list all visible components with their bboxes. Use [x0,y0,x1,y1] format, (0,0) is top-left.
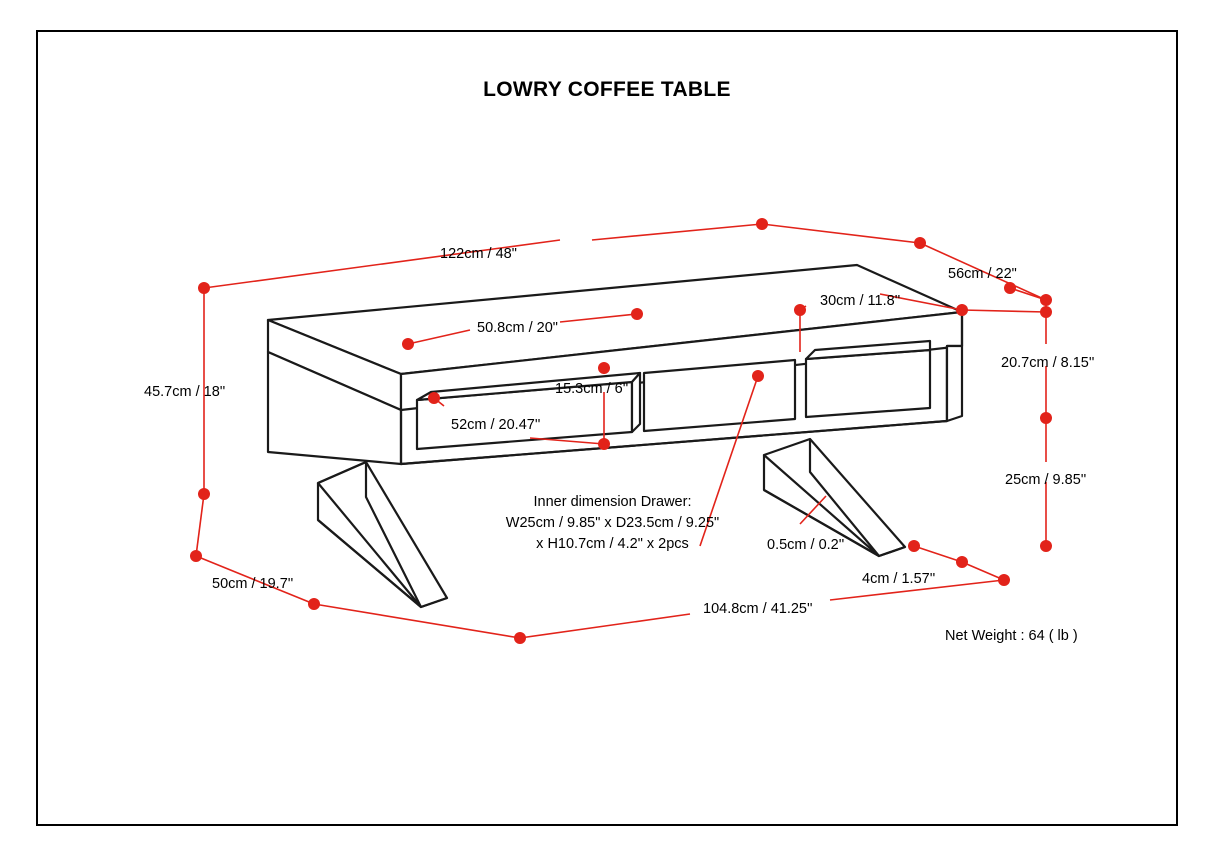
inner-drawer-note-line-2: W25cm / 9.85" x D23.5cm / 9.25" [505,515,720,532]
furniture-outline [266,263,964,609]
dimension-lines [195,223,1047,639]
dimension-label-top-width: 122cm / 48" [440,246,517,262]
dimension-label-total-height: 45.7cm / 18'' [144,384,226,400]
inner-drawer-note-line-3: x H10.7cm / 4.2" x 2pcs [536,536,689,553]
dimension-label-base-width: 104.8cm / 41.25'' [703,601,813,617]
inner-drawer-note: Inner dimension Drawer: W25cm / 9.85" x … [495,492,730,555]
dimension-label-inner-width: 52cm / 20.47'' [451,417,541,433]
dimension-label-top-depth: 56cm / 22" [948,266,1017,282]
dimension-endpoints [190,218,1052,644]
net-weight-label: Net Weight : 64 ( lb ) [945,628,1078,644]
dimension-label-leg-height: 25cm / 9.85'' [1005,472,1087,488]
dimension-label-drawer-front: 30cm / 11.8'' [820,293,901,309]
sheet-border [36,30,1178,826]
dimension-label-shelf-opening: 50.8cm / 20" [477,320,558,336]
page-title: LOWRY COFFEE TABLE [483,78,731,101]
dimension-label-base-depth: 50cm / 19.7'' [212,576,294,592]
dimension-label-panel-thickness: 0.5cm / 0.2'' [767,537,845,553]
inner-drawer-note-line-1: Inner dimension Drawer: [533,494,692,510]
dimension-label-opening-height: 15.3cm / 6'' [555,381,629,397]
dimension-label-leg-width: 4cm / 1.57'' [862,571,936,587]
dimension-label-upper-box-height: 20.7cm / 8.15'' [1001,355,1095,371]
